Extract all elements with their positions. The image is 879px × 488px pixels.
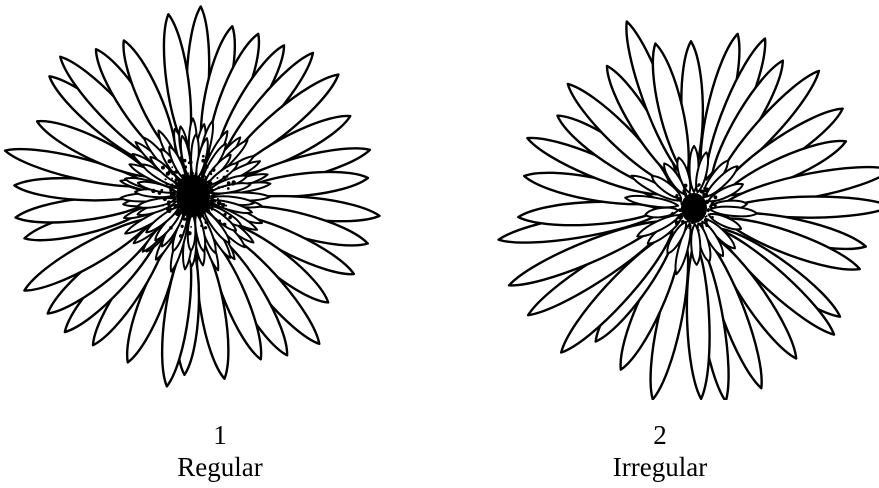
flower-figure-irregular: 2 Irregular bbox=[440, 0, 879, 488]
regular-flower-drawing bbox=[0, 0, 440, 400]
figure-label: Irregular bbox=[440, 452, 879, 482]
irregular-flower-drawing bbox=[440, 0, 879, 400]
flower-center bbox=[176, 175, 210, 217]
figure-number: 1 bbox=[0, 420, 440, 450]
figure-label: Regular bbox=[0, 452, 440, 482]
flower-figure-regular: 1 Regular bbox=[0, 0, 440, 488]
figure-number: 2 bbox=[440, 420, 879, 450]
flower-center bbox=[681, 193, 707, 223]
